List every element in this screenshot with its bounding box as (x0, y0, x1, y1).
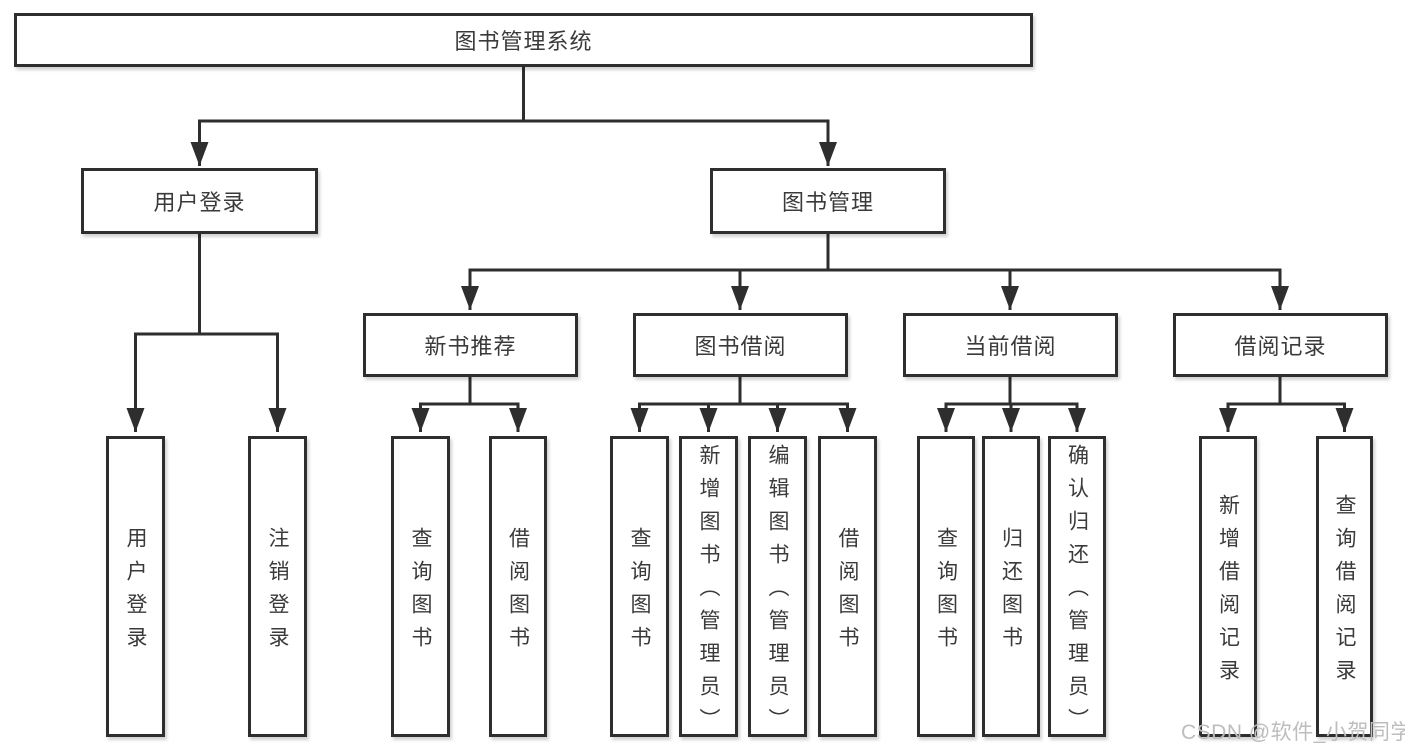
node-book-borrow-label: 图书借阅 (694, 334, 787, 359)
leaf-logout-label: 注销登录 (266, 526, 289, 659)
node-root-label: 图书管理系统 (454, 29, 593, 54)
node-new-book-recommend-label: 新书推荐 (424, 334, 517, 359)
node-current-borrow-label: 当前借阅 (964, 334, 1057, 359)
leaf-user-login: 用户登录 (106, 436, 165, 737)
node-root-library-system: 图书管理系统 (14, 13, 1033, 67)
leaf-logout: 注销登录 (248, 436, 307, 737)
node-borrow-records-label: 借阅记录 (1234, 334, 1327, 359)
node-new-book-recommend: 新书推荐 (363, 313, 578, 377)
leaf-confirm-return-admin: 确认归还（管理员） (1048, 436, 1106, 741)
csdn-watermark: CSDN @软件_小贺同学 (1181, 721, 1405, 744)
leaf-borrow-books-recommend: 借阅图书 (489, 436, 547, 737)
node-borrow-records: 借阅记录 (1173, 313, 1388, 377)
leaf-edit-books-admin: 编辑图书（管理员） (748, 436, 807, 741)
leaf-query-books-recommend: 查询图书 (391, 436, 450, 737)
leaf-query-books-current-label: 查询图书 (934, 526, 958, 659)
leaf-borrow-books-label: 借阅图书 (836, 526, 859, 659)
node-book-borrow: 图书借阅 (633, 313, 848, 377)
leaf-user-login-label: 用户登录 (124, 526, 147, 659)
leaf-query-books-borrow: 查询图书 (610, 436, 669, 737)
node-current-borrow: 当前借阅 (903, 313, 1118, 377)
leaf-borrow-books-recommend-label: 借阅图书 (506, 526, 530, 659)
leaf-query-books-current: 查询图书 (917, 436, 975, 737)
leaf-query-borrow-record-label: 查询借阅记录 (1333, 493, 1356, 692)
leaf-query-borrow-record: 查询借阅记录 (1316, 436, 1373, 737)
leaf-edit-books-admin-label: 编辑图书（管理员） (766, 444, 789, 741)
node-user-login-label: 用户登录 (153, 190, 246, 215)
leaf-borrow-books: 借阅图书 (818, 436, 877, 737)
leaf-query-books-borrow-label: 查询图书 (628, 526, 651, 659)
node-user-login: 用户登录 (81, 168, 318, 234)
leaf-return-books: 归还图书 (982, 436, 1040, 737)
leaf-add-books-admin: 新增图书（管理员） (679, 436, 738, 741)
leaf-query-books-recommend-label: 查询图书 (409, 526, 432, 659)
node-book-management: 图书管理 (710, 168, 946, 234)
leaf-add-borrow-record: 新增借阅记录 (1199, 436, 1257, 737)
leaf-add-borrow-record-label: 新增借阅记录 (1216, 493, 1240, 692)
leaf-confirm-return-admin-label: 确认归还（管理员） (1065, 444, 1089, 741)
node-book-management-label: 图书管理 (781, 190, 874, 215)
leaf-return-books-label: 归还图书 (999, 526, 1023, 659)
leaf-add-books-admin-label: 新增图书（管理员） (697, 444, 720, 741)
